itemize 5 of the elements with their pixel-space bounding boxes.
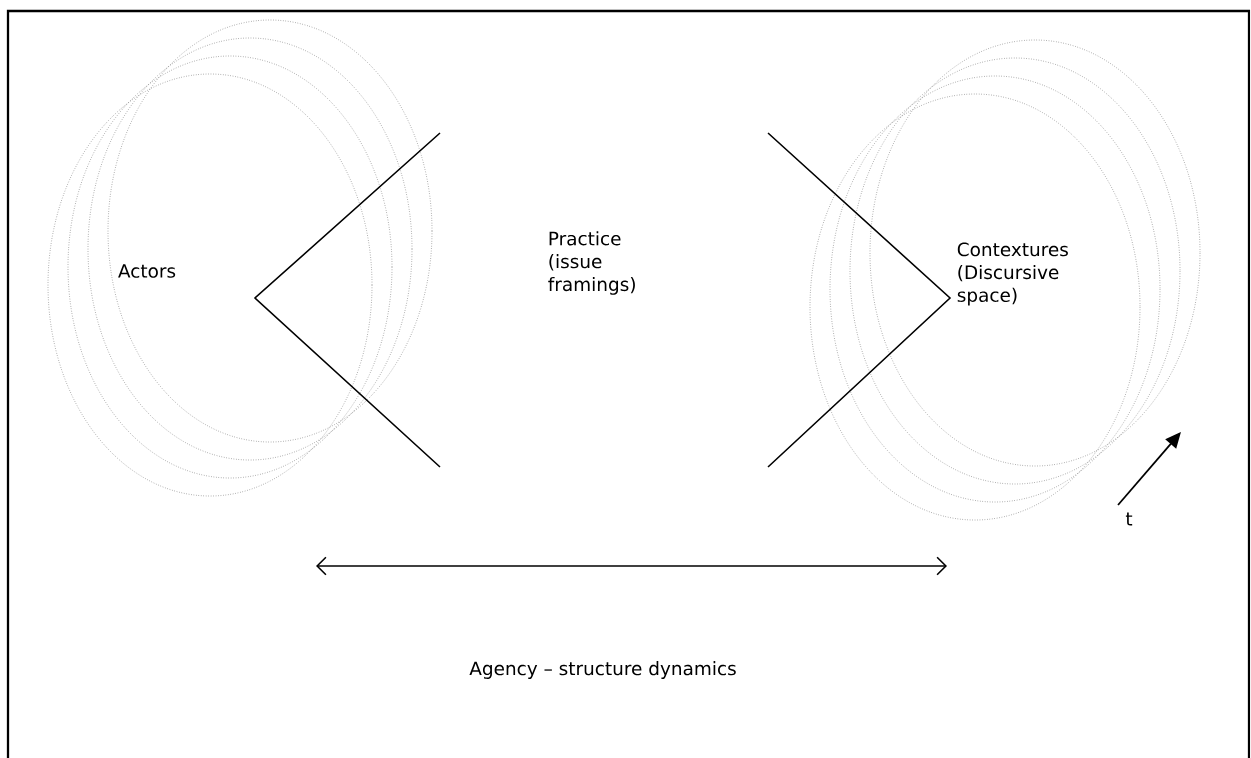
node-label: Contextures (Discursive space)	[957, 242, 1068, 306]
node-label: Actors	[118, 264, 176, 278]
caption-label: Agency – structure dynamics	[469, 661, 736, 679]
node-label: Practice (issue framings)	[548, 231, 635, 295]
axis-label: t	[1125, 512, 1133, 526]
